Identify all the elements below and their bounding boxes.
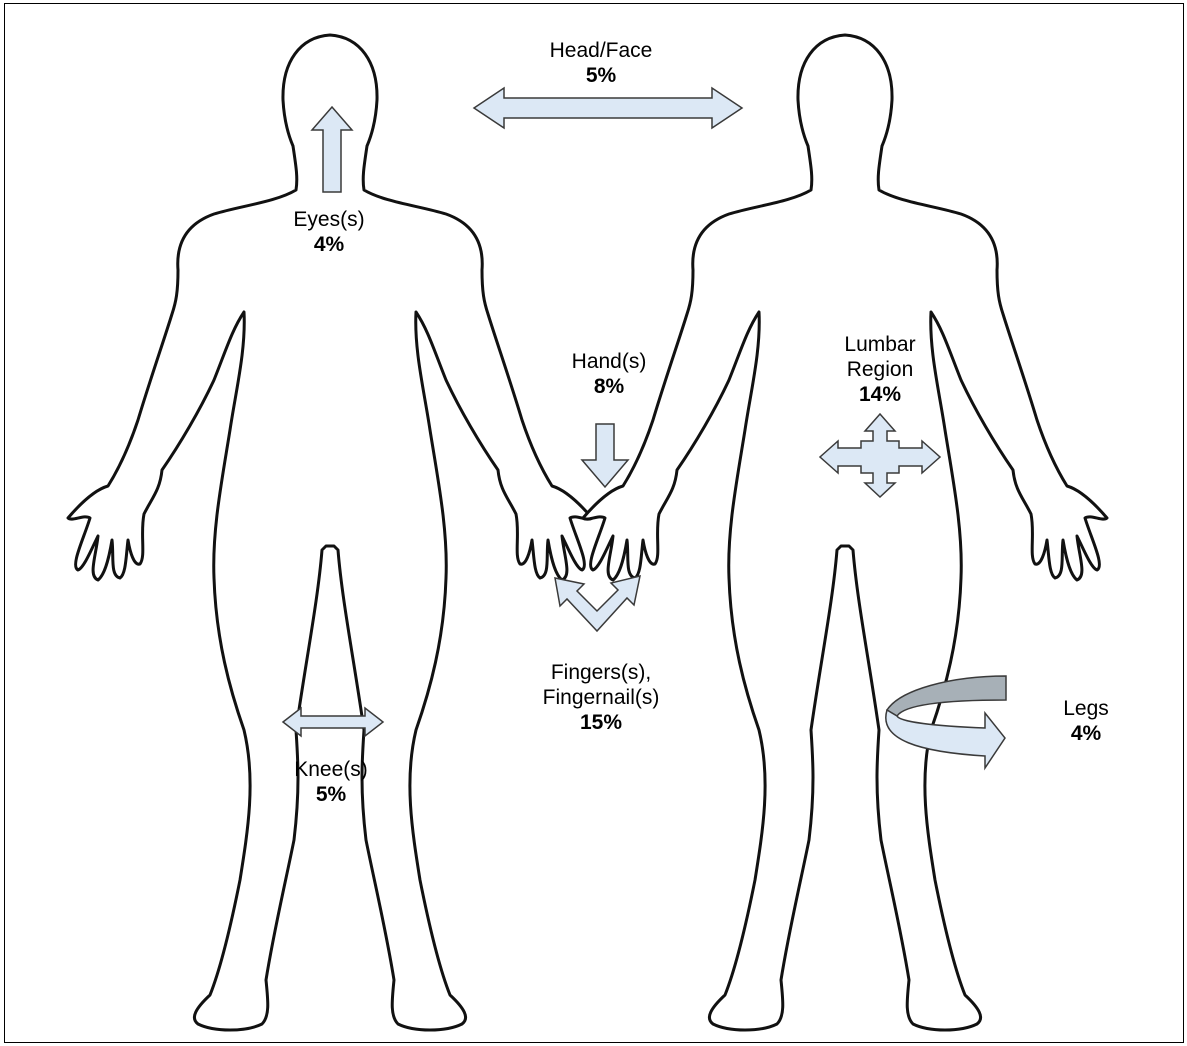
head-face-arrow [474, 88, 742, 128]
label-head-face: Head/Face 5% [550, 38, 653, 88]
label-fingers: Fingers(s), Fingernail(s) 15% [543, 660, 660, 735]
label-legs: Legs 4% [1063, 696, 1109, 746]
label-percent: 14% [844, 382, 915, 407]
label-name: Eyes(s) [293, 207, 364, 232]
label-percent: 5% [294, 782, 368, 807]
label-knees: Knee(s) 5% [294, 757, 368, 807]
knees-arrow [283, 708, 383, 736]
label-name: Head/Face [550, 38, 653, 63]
label-name-line2: Region [844, 357, 915, 382]
label-name-line1: Lumbar [844, 332, 915, 357]
fingers-arrow [555, 576, 640, 631]
label-percent: 4% [1063, 721, 1109, 746]
label-percent: 4% [293, 232, 364, 257]
label-percent: 8% [572, 374, 647, 399]
label-lumbar: Lumbar Region 14% [844, 332, 915, 407]
label-name: Knee(s) [294, 757, 368, 782]
label-eyes: Eyes(s) 4% [293, 207, 364, 257]
label-name-line2: Fingernail(s) [543, 685, 660, 710]
body-outline-back [583, 35, 1107, 1030]
hands-arrow [582, 424, 628, 487]
label-percent: 15% [543, 710, 660, 735]
label-name: Hand(s) [572, 349, 647, 374]
label-name: Legs [1063, 696, 1109, 721]
label-hands: Hand(s) 8% [572, 349, 647, 399]
label-name-line1: Fingers(s), [543, 660, 660, 685]
label-percent: 5% [550, 63, 653, 88]
